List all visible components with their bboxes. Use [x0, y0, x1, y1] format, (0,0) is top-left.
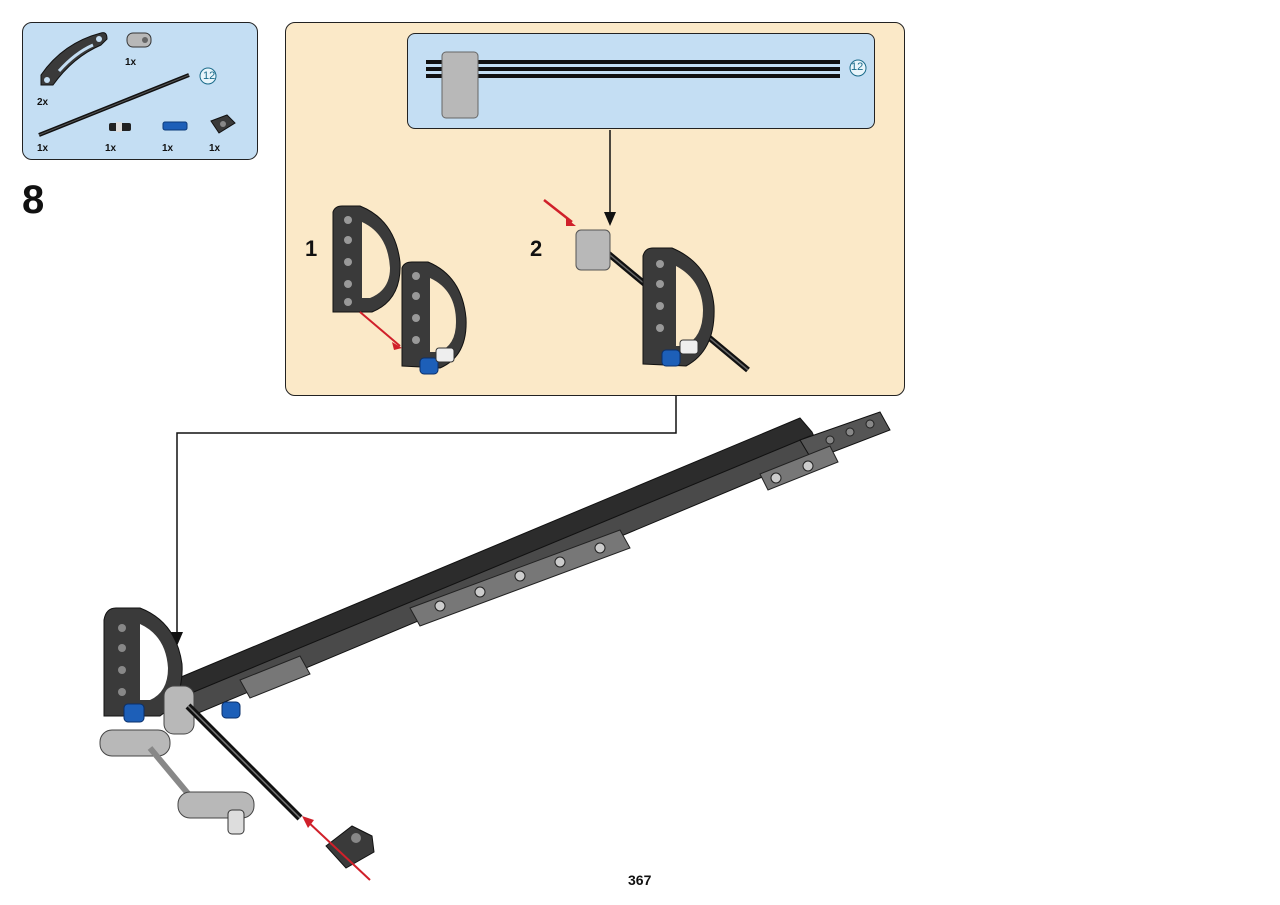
qty-axle-pin: 1x: [105, 143, 117, 154]
axle-part: [38, 73, 190, 137]
axle-pin-part: [109, 122, 131, 132]
parts-list-panel: 2x 1x 12 1x 1x 1x 1x: [22, 22, 258, 160]
callout-arrow-head: [604, 212, 616, 226]
substep-2-label: 2: [530, 236, 543, 261]
qty-blue-axle-pin: 1x: [162, 143, 174, 154]
main-assembly-illustration: [99, 411, 891, 881]
substep-1-illustration: [332, 205, 467, 375]
step-number: 8: [22, 178, 45, 222]
qty-curved-liftarm: 2x: [37, 97, 49, 108]
axle-length-label: 12: [203, 70, 216, 82]
curved-liftarm-part: [40, 32, 108, 86]
substep-1-label: 1: [305, 236, 318, 261]
substep-2-illustration: [543, 199, 750, 373]
parts-illustrations: [38, 32, 236, 137]
light-gray-connector-part: [126, 32, 152, 48]
qty-light-gray-connector: 1x: [125, 57, 137, 68]
axle-callout-panel: 12: [407, 33, 875, 129]
blue-axle-pin-part: [162, 121, 188, 131]
dark-gray-connector-part: [210, 114, 236, 134]
assembly-arrow-head: [171, 632, 183, 646]
axle-length-badge: [199, 67, 217, 85]
callout-axle-length: 12: [851, 61, 864, 73]
axle-callout-illustration: [426, 51, 867, 119]
assembly-arrow-line: [176, 396, 677, 640]
page-number: 367: [628, 872, 652, 888]
qty-axle: 1x: [37, 143, 49, 154]
qty-dark-gray-connector: 1x: [209, 143, 221, 154]
